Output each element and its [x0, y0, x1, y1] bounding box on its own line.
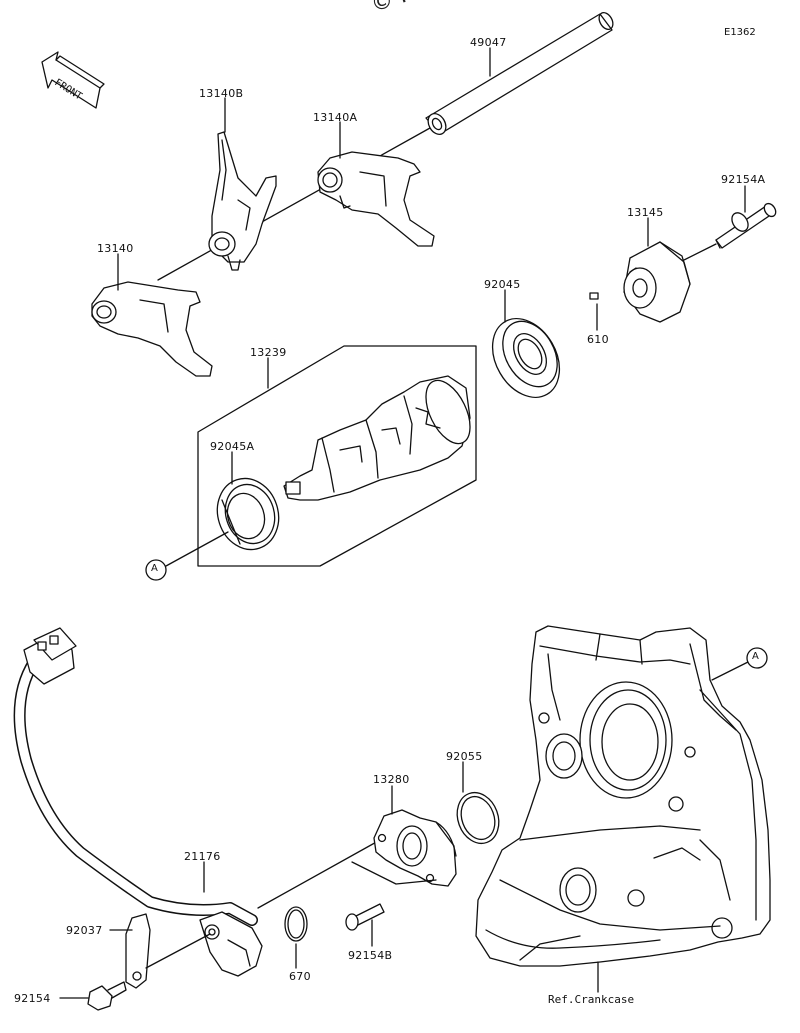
label-21176[interactable]: 21176: [184, 850, 221, 863]
label-13239[interactable]: 13239: [250, 346, 287, 359]
sensor-axis-line: [258, 840, 380, 908]
clamp-92037: [126, 914, 150, 988]
drum-group-box: [198, 346, 476, 566]
o-ring-92055: [450, 787, 505, 850]
label-92037[interactable]: 92037: [66, 924, 103, 937]
label-13140B[interactable]: 13140B: [199, 87, 244, 100]
label-13140A[interactable]: 13140A: [313, 111, 358, 124]
label-92055[interactable]: 92055: [446, 750, 483, 763]
leader-callout-a-upper: [166, 532, 228, 566]
fork-axis-line: [158, 128, 430, 280]
leader-callout-a-lower: [712, 662, 748, 680]
bolt-axis-line: [680, 244, 716, 262]
label-13140[interactable]: 13140: [97, 242, 134, 255]
callout-a-lower-circle: [747, 648, 767, 668]
label-670[interactable]: 670: [289, 970, 311, 983]
bolt-92154A: [716, 201, 778, 248]
pin-610: [590, 293, 598, 299]
front-arrow-icon: [42, 52, 104, 108]
shift-drum-13239: [284, 374, 479, 500]
label-92154A[interactable]: 92154A: [721, 173, 766, 186]
label-13145[interactable]: 13145: [627, 206, 664, 219]
shift-fork-13140B: [209, 132, 276, 270]
callout-a-lower: A: [752, 651, 760, 662]
bolt-92154: [88, 982, 126, 1010]
label-92045[interactable]: 92045: [484, 278, 521, 291]
label-92154B[interactable]: 92154B: [348, 949, 393, 962]
bolt-92154B: [346, 904, 384, 930]
oil-seal-92045A: [208, 470, 287, 557]
shift-fork-13140A: [318, 152, 434, 246]
holder-bolt-lines: [352, 862, 436, 884]
label-13280[interactable]: 13280: [373, 773, 410, 786]
label-610[interactable]: 610: [587, 333, 609, 346]
reference-crankcase-label: Ref.Crankcase: [548, 993, 635, 1006]
shift-fork-13140: [92, 282, 212, 376]
diagram-code: E1362: [724, 27, 756, 38]
bearing-92045: [479, 307, 573, 410]
label-92154[interactable]: 92154: [14, 992, 51, 1005]
shift-cam-13145: [624, 242, 690, 322]
label-92045A[interactable]: 92045A: [210, 440, 255, 453]
crankcase-reference: [476, 626, 770, 966]
label-49047[interactable]: 49047: [470, 36, 507, 49]
shift-rod-49047: [425, 10, 616, 137]
holder-13280: [374, 810, 456, 886]
sensor-bolt-axis-line: [146, 934, 210, 968]
o-ring-670: [285, 907, 307, 941]
callout-a-upper-circle: [146, 560, 166, 580]
callout-a-upper: A: [151, 563, 159, 574]
